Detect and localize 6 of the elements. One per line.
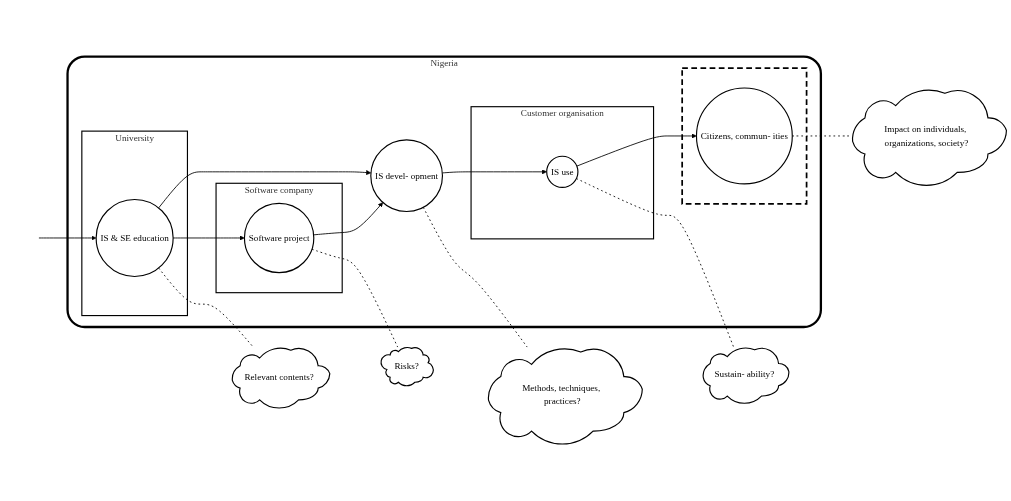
- cluster: [681, 67, 808, 205]
- node-circle: Citizens, commun- ities: [695, 87, 793, 185]
- node-circle: IS devel- opment: [370, 139, 443, 213]
- node-circle: IS & SE education: [95, 199, 174, 278]
- node-circle: Software project: [243, 202, 315, 274]
- node-circle: IS use: [546, 155, 579, 189]
